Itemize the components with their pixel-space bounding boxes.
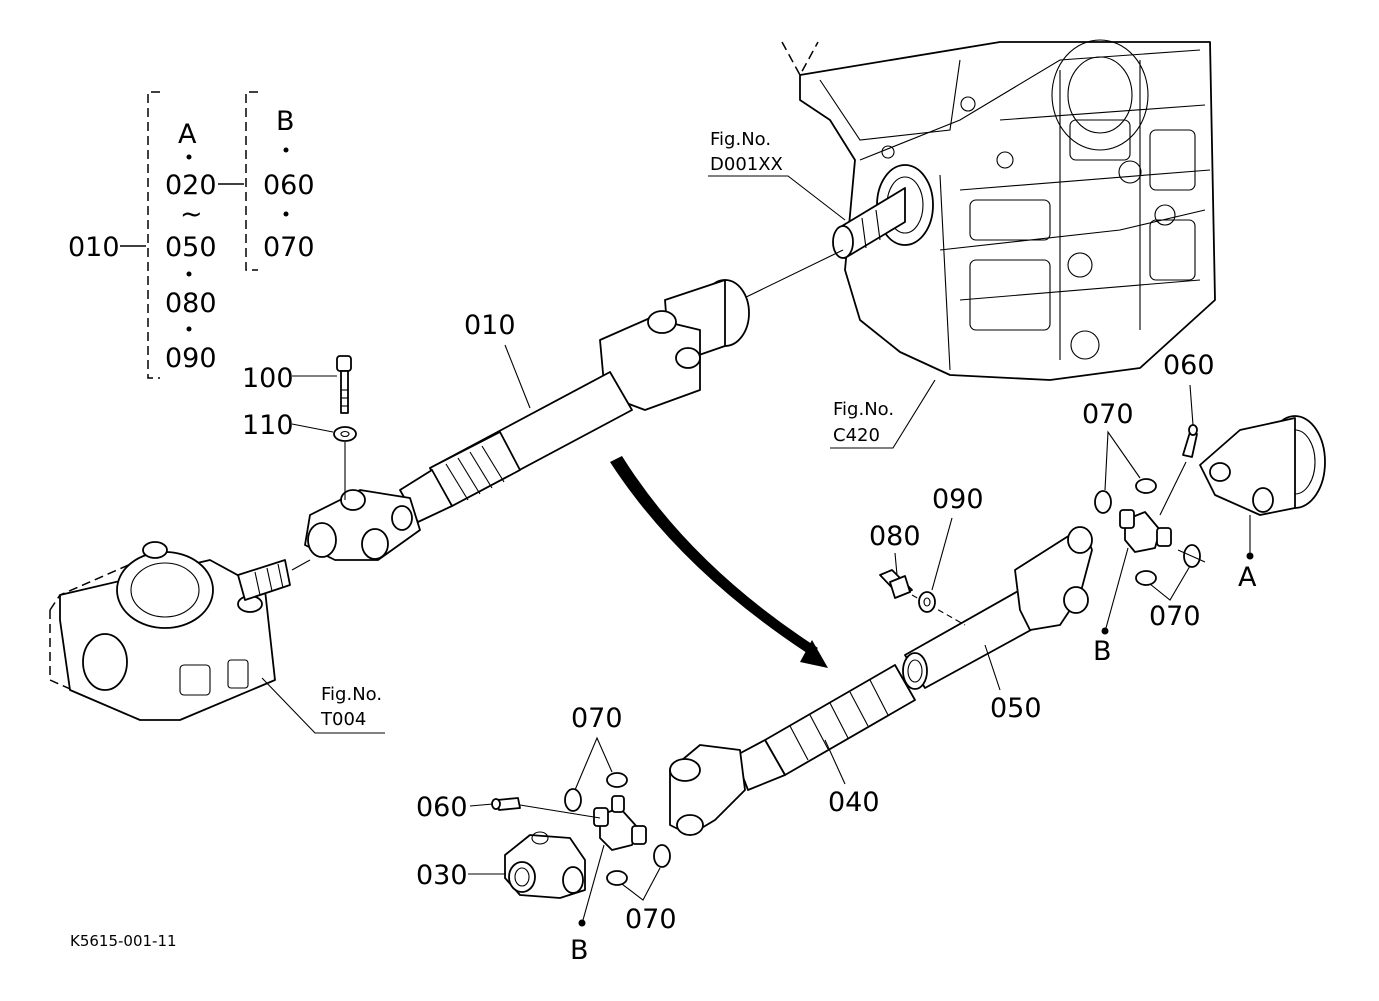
gearbox-t004 [49, 541, 311, 721]
figure-ref-d001xx: Fig.No. D001XX [708, 129, 846, 221]
figure-ref-t004: Fig.No. T004 [261, 677, 385, 734]
shaft-assembly-010: 010 [304, 249, 844, 561]
washer-110: 110 [242, 410, 357, 500]
legend-a-head: A [178, 119, 197, 150]
bolt-100: 100 [242, 355, 352, 414]
callout-060-top: 060 [1163, 350, 1215, 381]
transmission-case [781, 39, 1216, 381]
bolt-080: 080 [869, 521, 966, 626]
legend-root-label: 010 [68, 232, 120, 263]
figure-ref-c420-code: C420 [833, 425, 880, 446]
drawing-code: K5615-001-11 [70, 932, 177, 950]
cross-joint-right [1094, 478, 1206, 586]
explode-arrow [610, 456, 828, 668]
callout-110: 110 [242, 410, 294, 441]
yoke-030: 030 [416, 831, 586, 899]
callout-070-bottom-lower: 070 [625, 904, 677, 935]
washer-090: 090 [918, 484, 984, 613]
grease-nipple-bottom [491, 797, 601, 819]
callout-060-bottom: 060 [416, 792, 468, 823]
callout-040: 040 [828, 787, 880, 818]
mark-b-right-label: B [1093, 636, 1112, 667]
yoke-right-a: A [1199, 415, 1326, 593]
callout-070-bottom-upper: 070 [571, 703, 623, 734]
mark-b-right: B [1093, 547, 1129, 667]
callout-090: 090 [932, 484, 984, 515]
figure-ref-d001xx-code: D001XX [710, 154, 783, 175]
legend-bracket-a [147, 91, 160, 379]
callout-050: 050 [990, 693, 1042, 724]
legend-a-item-1: 020 [165, 170, 217, 201]
mark-b-bottom: B [570, 844, 605, 966]
parts-legend: 010 A 020 ~ 050 080 090 B 060 070 [68, 91, 315, 379]
figure-ref-d001xx-label: Fig.No. [710, 129, 771, 150]
shaft-040: 040 [669, 664, 916, 836]
figure-ref-t004-label: Fig.No. [321, 684, 382, 705]
legend-b-item-1: 060 [263, 170, 315, 201]
cross-joint-bottom [564, 772, 671, 886]
figure-ref-t004-code: T004 [320, 709, 366, 730]
legend-bracket-b [245, 91, 258, 271]
mark-a: A [1238, 562, 1257, 593]
legend-a-item-4: 090 [165, 343, 217, 374]
callout-100: 100 [242, 363, 294, 394]
figure-ref-c420: Fig.No. C420 [830, 379, 936, 449]
legend-a-range-mark: ~ [180, 199, 203, 230]
shaft-050: 050 [902, 526, 1093, 724]
legend-a-item-3: 080 [165, 288, 217, 319]
legend-b-item-2: 070 [263, 232, 315, 263]
callout-070-top-lower: 070 [1149, 601, 1201, 632]
callout-070-top-upper: 070 [1082, 399, 1134, 430]
callout-080: 080 [869, 521, 921, 552]
mark-b-bottom-label: B [570, 935, 589, 966]
grease-nipple-right [1159, 424, 1198, 516]
legend-a-item-2: 050 [165, 232, 217, 263]
legend-b-head: B [276, 106, 295, 137]
callout-010: 010 [464, 310, 516, 341]
callout-030: 030 [416, 860, 468, 891]
figure-ref-c420-label: Fig.No. [833, 399, 894, 420]
